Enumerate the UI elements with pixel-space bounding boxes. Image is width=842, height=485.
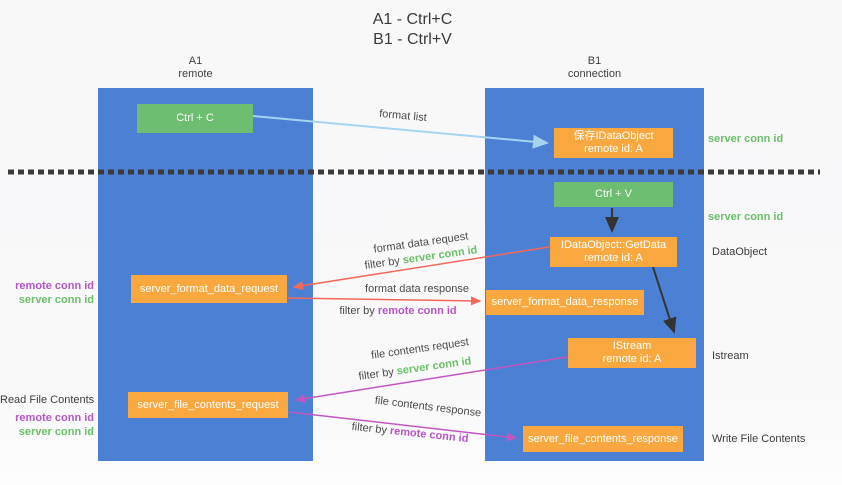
diagram-title: A1 - Ctrl+C B1 - Ctrl+V	[320, 10, 505, 50]
file-contents-request-arrow	[294, 356, 568, 404]
title-line-2: B1 - Ctrl+V	[373, 31, 452, 48]
node-save-idataobject-line1: 保存IDataObject	[573, 130, 654, 142]
node-server-file-contents-response: server_file_contents_response	[523, 426, 683, 452]
node-ctrl-v: Ctrl + V	[554, 182, 673, 207]
node-istream-line2: remote id: A	[602, 353, 662, 365]
annotation-dataobject: DataObject	[712, 246, 768, 258]
node-file-response-label: server_file_contents_response	[528, 432, 678, 445]
annotation-remote-conn-id-2: remote conn id	[15, 412, 94, 424]
file-contents-response-arrow	[288, 411, 518, 442]
node-getdata-line1: IDataObject::GetData	[560, 239, 667, 251]
title-line-1: A1 - Ctrl+C	[372, 11, 453, 28]
node-format-request-label: server_format_data_request	[139, 282, 279, 295]
lane-a1-id: A1	[188, 55, 203, 67]
format-list-arrow	[252, 115, 549, 149]
annotation-server-conn-id-mid: server conn id	[708, 211, 784, 223]
lane-header-b1: B1 connection	[485, 55, 704, 81]
annotation-conn-ids-file: remote conn id server conn id	[0, 411, 94, 439]
annotation-server-conn-id-1: server conn id	[18, 294, 94, 306]
node-file-request-label: server_file_contents_request	[137, 398, 279, 411]
lane-b1-id: B1	[587, 55, 602, 67]
flow-label-format-data-response: format data response	[365, 283, 469, 295]
node-server-format-data-response: server_format_data_response	[486, 290, 644, 315]
getdata-to-istream-arrow	[652, 266, 677, 334]
format-data-response-arrow	[287, 296, 482, 306]
format-data-request-arrow	[292, 246, 550, 291]
remote-conn-id-text: remote conn id	[377, 305, 457, 317]
node-getdata-line2: remote id: A	[584, 252, 643, 264]
lane-a1-subtitle: remote	[178, 68, 213, 80]
annotation-istream: Istream	[712, 350, 749, 362]
node-istream-line1: IStream	[612, 340, 652, 352]
annotation-write-file-contents: Write File Contents	[712, 433, 806, 445]
node-ctrl-c-label: Ctrl + C	[176, 112, 214, 124]
node-istream: IStream remote id: A	[568, 338, 696, 368]
annotation-server-conn-id-2: server conn id	[18, 426, 94, 438]
node-server-file-contents-request: server_file_contents_request	[128, 392, 288, 418]
node-ctrl-c: Ctrl + C	[137, 104, 253, 133]
node-save-idataobject: 保存IDataObject remote id: A	[554, 128, 673, 158]
lane-b1-subtitle: connection	[567, 68, 622, 80]
lane-header-a1: A1 remote	[88, 55, 303, 81]
annotation-conn-ids-format: remote conn id server conn id	[0, 279, 94, 307]
node-save-idataobject-line2: remote id: A	[584, 143, 643, 155]
annotation-remote-conn-id-1: remote conn id	[15, 280, 94, 292]
node-ctrl-v-label: Ctrl + V	[595, 188, 632, 200]
filter-by-text: filter by	[339, 305, 375, 317]
node-idataobject-getdata: IDataObject::GetData remote id: A	[550, 237, 677, 267]
annotation-server-conn-id-top: server conn id	[708, 133, 784, 145]
node-format-response-label: server_format_data_response	[491, 296, 639, 308]
annotation-read-file-contents: Read File Contents	[0, 394, 95, 406]
node-server-format-data-request: server_format_data_request	[131, 275, 287, 303]
